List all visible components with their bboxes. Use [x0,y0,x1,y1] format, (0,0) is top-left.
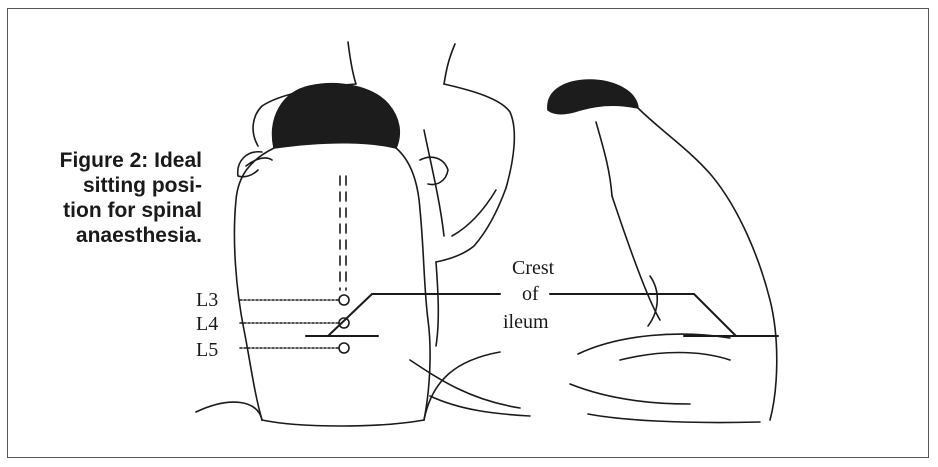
label-crest: Crest [512,257,555,279]
vertebra-markers [240,295,349,353]
label-ileum: ileum [503,311,549,333]
label-of: of [522,283,539,305]
crest-connector-right [550,294,736,336]
label-l3: L3 [196,289,218,311]
patient-hair [273,84,400,148]
label-l5: L5 [196,339,218,361]
marker-l5 [339,343,349,353]
patient-side-figure [548,80,777,423]
marker-l3 [339,295,349,305]
crest-connector-left [328,294,500,336]
label-l4: L4 [196,313,218,335]
side-patient-hair [548,80,638,114]
patient-back-figure [196,84,530,426]
